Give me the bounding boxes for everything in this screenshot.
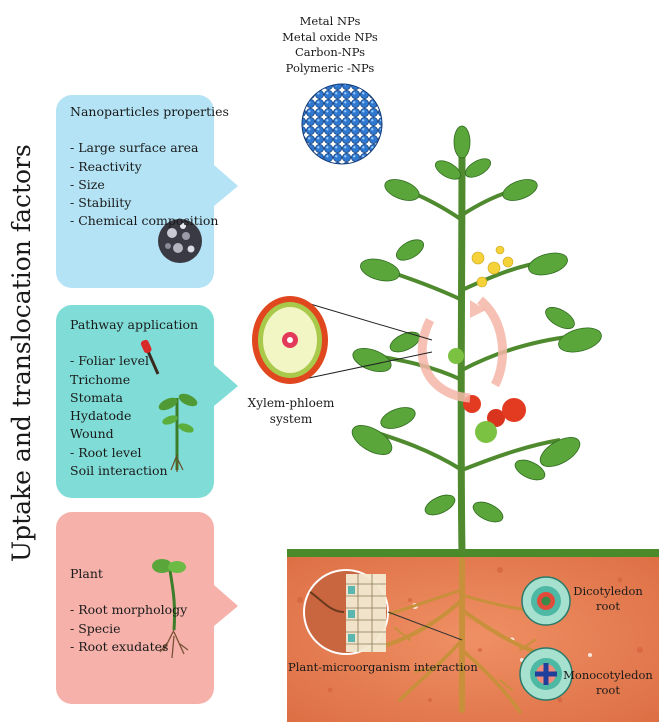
- box-item: - Size: [70, 176, 229, 194]
- box-heading: Nanoparticles properties: [70, 103, 229, 121]
- xylem-phloem-label: Xylem-phloem system: [246, 395, 336, 427]
- xylem-label-line2: system: [246, 411, 336, 427]
- plant-text: Plant - Root morphology - Specie - Root …: [70, 565, 187, 656]
- xylem-label-line1: Xylem-phloem: [246, 395, 336, 411]
- box-item: Stomata: [70, 389, 198, 407]
- tomato-plant: [347, 126, 604, 553]
- monocot-label-line2: root: [560, 683, 656, 698]
- box-item: Soil interaction: [70, 462, 198, 480]
- microorganism-label: Plant-microorganism interaction: [288, 660, 458, 674]
- box-item: - Root morphology: [70, 601, 187, 619]
- box-item: - Stability: [70, 194, 229, 212]
- box-item: - Root level: [70, 444, 198, 462]
- box-item: Trichome: [70, 371, 198, 389]
- box-item: - Reactivity: [70, 158, 229, 176]
- tomato-flowers: [472, 246, 513, 287]
- side-title: Uptake and translocation factors: [5, 182, 39, 562]
- nanoparticle-cluster-icon: [302, 84, 382, 164]
- box-item: - Foliar level: [70, 352, 198, 370]
- nanoparticle-types-list: Metal NPs Metal oxide NPs Carbon-NPs Pol…: [262, 14, 398, 76]
- box-item: - Large surface area: [70, 139, 229, 157]
- np-type-metal-oxide: Metal oxide NPs: [262, 30, 398, 46]
- box-item: - Chemical composition: [70, 212, 229, 230]
- monocotyledon-label: Monocotyledon root: [560, 668, 656, 698]
- np-type-metal: Metal NPs: [262, 14, 398, 30]
- box-item: - Root exudates: [70, 638, 187, 656]
- box-item: Hydatode: [70, 407, 198, 425]
- pathway-application-text: Pathway application - Foliar level Trich…: [70, 316, 198, 480]
- box-heading: Pathway application: [70, 316, 198, 334]
- box-heading: Plant: [70, 565, 187, 583]
- np-type-carbon: Carbon-NPs: [262, 45, 398, 61]
- nanoparticles-properties-text: Nanoparticles properties - Large surface…: [70, 103, 229, 231]
- monocot-label-line1: Monocotyledon: [560, 668, 656, 683]
- dicot-label-line2: root: [560, 599, 656, 614]
- box-item: - Specie: [70, 620, 187, 638]
- box-item: Wound: [70, 425, 198, 443]
- dicotyledon-label: Dicotyledon root: [560, 584, 656, 614]
- np-type-polymeric: Polymeric -NPs: [262, 61, 398, 77]
- dicot-label-line1: Dicotyledon: [560, 584, 656, 599]
